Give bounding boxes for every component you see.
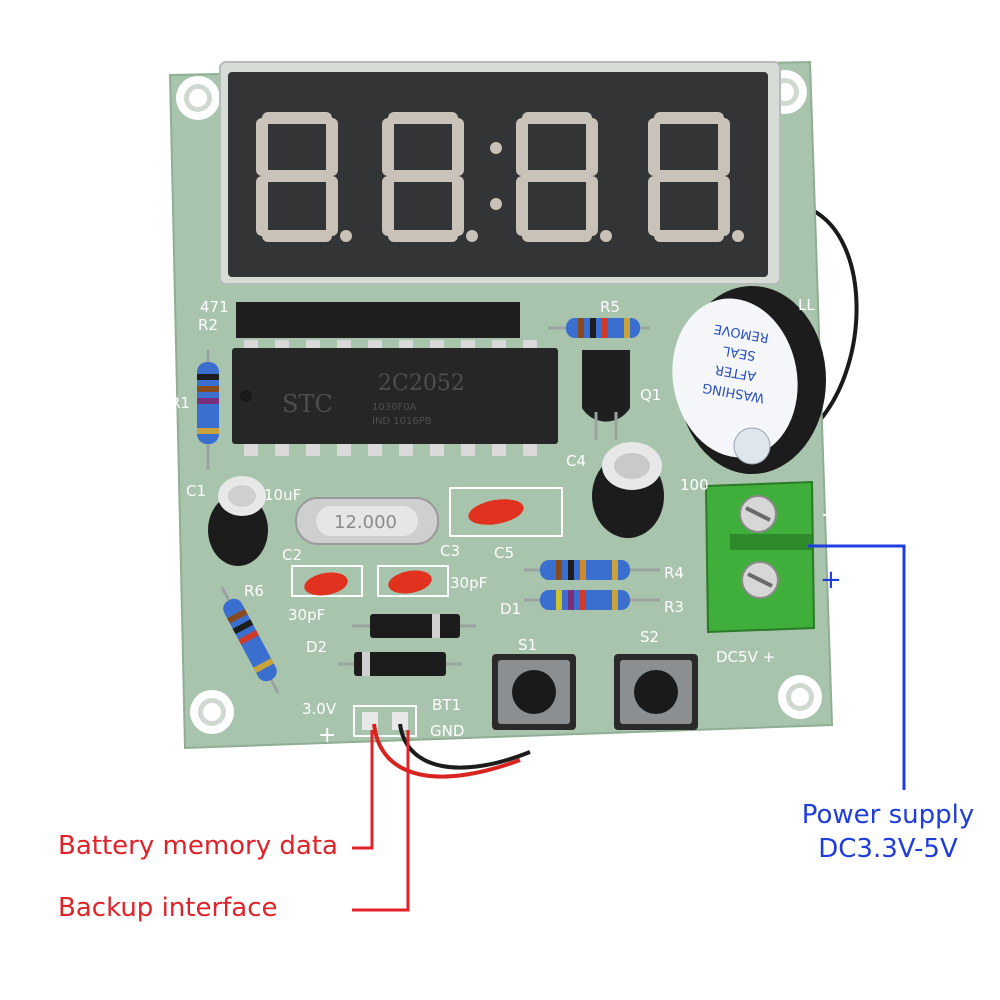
capacitor-c3 [377,565,449,597]
silk-q1: Q1 [640,386,661,404]
battery-callout-line-2 [352,730,410,912]
crystal-marking: 12.000 [334,512,397,533]
silk-s1: S1 [518,636,537,654]
ic-pin-bottom [368,442,382,456]
ic-pin-bottom [244,442,258,456]
crystal-oscillator [295,497,439,545]
battery-callout-text-2: Backup interface [58,893,278,923]
silk-minus: - [822,499,831,529]
buzzer-wire [811,208,859,422]
resistor-r6 [220,586,280,694]
diode-d1 [352,614,476,638]
diode-d2 [338,652,462,676]
capacitor-c4 [592,442,664,538]
resistor-r5 [548,318,650,338]
sticker-line-3: SEAL [721,342,756,363]
power-callout-text: Power supply DC3.3V-5V [788,798,988,866]
silk-d1: D1 [500,600,521,618]
silk-c3-value: 30pF [450,574,487,592]
battery-callout-text-1: Battery memory data [58,831,338,861]
resistor-r3 [524,590,660,610]
seven-segment-display [219,61,781,285]
power-terminal-block [704,480,816,634]
transistor-q1 [582,350,630,440]
battery-wire-black [398,723,531,770]
silk-d2: D2 [306,638,327,656]
ic-pin-bottom [275,442,289,456]
ic-pin-bottom [523,442,537,456]
push-button-s1 [492,654,576,730]
silk-gnd: GND [430,722,464,740]
ic-pin-bottom [306,442,320,456]
silk-s2: S2 [640,628,659,646]
silk-plus: + [820,565,842,595]
silk-c2: C2 [282,546,302,564]
digit-3-decimal-point [600,230,612,242]
silk-100: 100 [680,476,709,494]
chip-logo: STC [282,390,333,418]
capacitor-c5 [449,487,563,537]
silk-c1: C1 [186,482,206,500]
digit-2-decimal-point [466,230,478,242]
power-callout-line [808,544,906,790]
silk-c1-value: 10uF [264,486,301,504]
buzzer [672,286,826,474]
ic-pin-bottom [430,442,444,456]
ic-pin-bottom [399,442,413,456]
ic-pin-bottom [492,442,506,456]
power-callout-line-1: Power supply [801,800,975,830]
microcontroller-chip [232,340,558,456]
silk-c5: C5 [494,544,514,562]
ic-pin-bottom [337,442,351,456]
silk-r6: R6 [244,582,264,600]
ic-pin-bottom [461,442,475,456]
silk-c2-value: 30pF [288,606,325,624]
silk-c4: C4 [566,452,586,470]
battery-wire-red [372,723,521,779]
silk-r4: R4 [664,564,684,582]
silk-r5: R5 [600,298,620,316]
sticker-line-2: AFTER [714,361,757,383]
silk-r3: R3 [664,598,684,616]
power-callout-line-2: DC3.3V-5V [818,834,958,864]
silk-471: 471 [200,298,229,316]
silk-3v: 3.0V [302,700,337,718]
silk-bt1: BT1 [432,696,461,714]
silk-r2: R2 [198,316,218,334]
capacitor-c1 [208,476,268,566]
chip-part: 2C2052 [378,371,465,396]
digit-4-decimal-point [732,230,744,242]
push-button-s2 [614,654,698,730]
battery-callout-line-1 [352,730,374,850]
silk-r1: R1 [170,394,190,412]
resistor-r1 [197,350,219,470]
digit-1-decimal-point [340,230,352,242]
chip-line1: 1030F0A [372,402,417,413]
silk-plus-left: + [318,723,336,748]
resistor-r4 [524,560,660,580]
pin-header [236,302,520,338]
silk-ll: LL [798,296,815,314]
chip-line2: IND 1016PB [372,416,432,427]
silk-c3: C3 [440,542,460,560]
capacitor-c2 [291,565,363,597]
silk-dc5v: DC5V + [716,648,775,666]
